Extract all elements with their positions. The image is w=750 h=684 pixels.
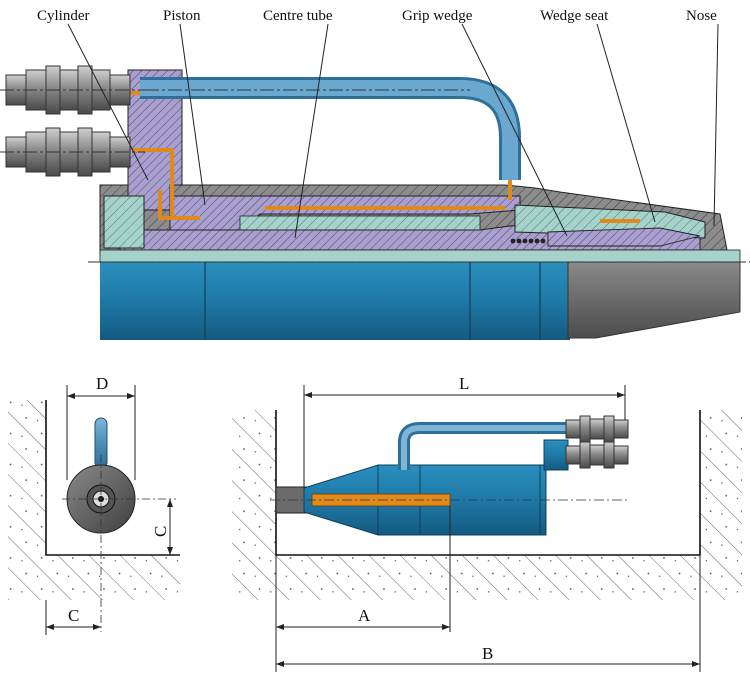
floor-right-hatch bbox=[232, 555, 742, 600]
label-piston: Piston bbox=[163, 8, 201, 24]
centre-lines bbox=[0, 89, 750, 263]
end-view: D C C bbox=[8, 374, 180, 635]
gland-section bbox=[103, 195, 145, 249]
dim-a: A bbox=[358, 606, 371, 625]
side-view: L A B bbox=[232, 374, 742, 672]
label-nose: Nose bbox=[686, 8, 717, 24]
bottom-band bbox=[99, 249, 741, 263]
dim-c-horizontal: C bbox=[68, 606, 79, 625]
sectional-view: Cylinder Piston Centre tube Grip wedge W… bbox=[0, 8, 750, 340]
wall-right-hatch bbox=[232, 410, 276, 555]
label-wedge-seat: Wedge seat bbox=[540, 8, 609, 24]
cylinder-body-lower bbox=[100, 262, 570, 340]
label-grip-wedge: Grip wedge bbox=[402, 8, 473, 24]
label-cylinder: Cylinder bbox=[37, 8, 90, 24]
wall-far-hatch bbox=[700, 410, 742, 555]
side-coupler-lower bbox=[565, 441, 629, 469]
dim-l: L bbox=[459, 374, 469, 393]
nose-cone-lower bbox=[567, 261, 741, 339]
grip-wedge-section bbox=[547, 227, 701, 247]
dim-b: B bbox=[482, 644, 493, 663]
label-centre-tube: Centre tube bbox=[263, 8, 333, 24]
dim-c-vertical: C bbox=[151, 526, 170, 537]
spring-coil bbox=[510, 238, 546, 244]
side-coupler-upper bbox=[565, 415, 629, 443]
floor-left-hatch bbox=[8, 555, 180, 600]
dim-d: D bbox=[96, 374, 108, 393]
leader-lines bbox=[67, 23, 719, 239]
wall-left-hatch bbox=[8, 400, 46, 555]
oil-passages bbox=[128, 91, 640, 223]
